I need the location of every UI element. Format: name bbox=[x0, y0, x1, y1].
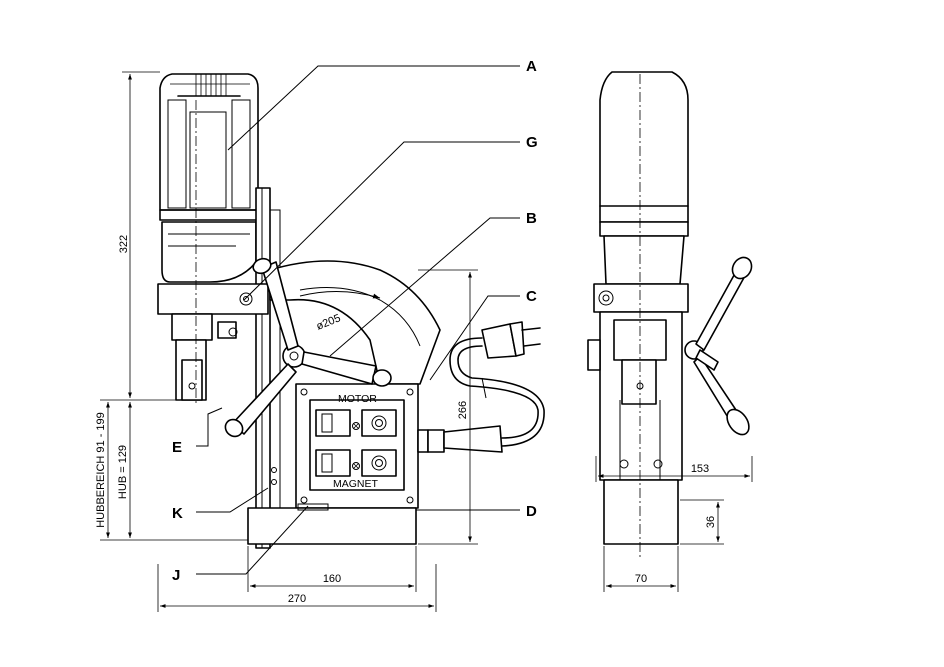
callout-g: G bbox=[526, 134, 538, 151]
panel-labels: MOTOR MAGNET bbox=[333, 393, 379, 490]
side-view bbox=[587, 71, 753, 560]
drill-slide bbox=[255, 187, 281, 549]
front-view bbox=[157, 73, 545, 549]
dim-column-height: 266 bbox=[457, 401, 469, 419]
magnet-body bbox=[295, 383, 429, 509]
callout-d: D bbox=[526, 503, 537, 520]
power-cable bbox=[427, 321, 545, 453]
dim-overall-height: 322 bbox=[118, 235, 130, 253]
callout-a: A bbox=[526, 58, 537, 75]
motor-housing bbox=[159, 73, 259, 283]
callout-labels: A G B C D E K J bbox=[172, 58, 538, 584]
capstan-handles bbox=[224, 257, 392, 438]
panel-motor-label: MOTOR bbox=[338, 393, 377, 405]
dim-base-length: 160 bbox=[323, 573, 341, 585]
dim-overall-length: 270 bbox=[288, 593, 306, 605]
dim-base-height: 36 bbox=[705, 516, 717, 528]
callout-c: C bbox=[526, 288, 537, 305]
dim-wheel-diameter: ø205 bbox=[315, 312, 343, 333]
feed-arm bbox=[269, 260, 441, 385]
spindle-assembly bbox=[157, 100, 269, 405]
dimension-lines bbox=[100, 71, 753, 612]
dim-base-width: 70 bbox=[635, 573, 647, 585]
dim-side-depth: 153 bbox=[691, 463, 709, 475]
leader-lines bbox=[196, 65, 520, 575]
callout-j: J bbox=[172, 567, 180, 584]
dim-stroke-range: HUBBEREICH 91 - 199 bbox=[95, 412, 107, 528]
dim-stroke: HUB = 129 bbox=[117, 445, 129, 499]
wheel-diameter-arc bbox=[299, 291, 381, 299]
callout-k: K bbox=[172, 505, 183, 522]
magnet-base-plate bbox=[247, 503, 417, 545]
panel-magnet-label: MAGNET bbox=[333, 478, 379, 490]
callout-e: E bbox=[172, 439, 182, 456]
callout-b: B bbox=[526, 210, 537, 227]
